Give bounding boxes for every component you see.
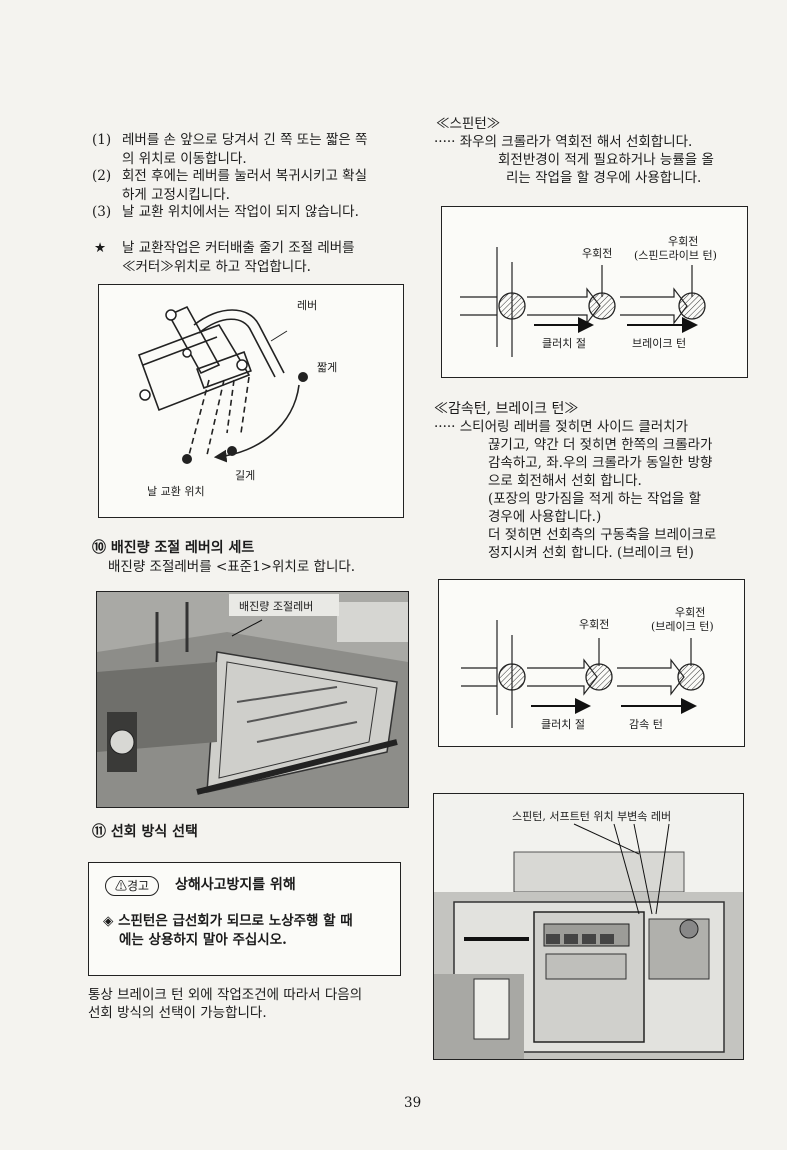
list-marker: (3)	[92, 204, 112, 220]
right-turn-label: 우회전	[582, 247, 613, 260]
section10-title: ⑩ 배진량 조절 레버의 세트	[92, 540, 255, 556]
slow-turn-line: 으로 회전해서 선회 합니다.	[488, 473, 642, 489]
short-label: 짧게	[317, 361, 338, 374]
warning-line: 에는 상용하지 말아 주십시오.	[119, 932, 287, 948]
slow-turn-line: 정지시켜 선회 합니다. (브레이크 턴)	[488, 545, 694, 561]
star-icon: ★	[94, 240, 107, 256]
list-line: 날 교환 위치에서는 작업이 되지 않습니다.	[122, 204, 359, 220]
spin-turn-line: 리는 작업을 할 경우에 사용합니다.	[506, 170, 702, 186]
clutch-off-label: 클러치 절	[542, 337, 586, 350]
list-marker: (2)	[92, 168, 112, 184]
warning-badge: ⚠경고	[105, 876, 159, 896]
slow-turn-line: ····· 스티어링 레버를 젖히면 사이드 클러치가	[434, 419, 689, 435]
list-marker: (1)	[92, 132, 112, 148]
warning-box: ⚠경고 상해사고방지를 위해 ◈ 스핀턴은 급선회가 되므로 노상주행 할 때 …	[88, 862, 401, 976]
spin-drive-turn-label: (스핀드라이브 턴)	[634, 249, 717, 262]
brake-turn-sub-label: (브레이크 턴)	[651, 620, 714, 633]
spin-turn-svg	[460, 247, 706, 357]
dust-lever-photo: 배진량 조절레버	[96, 591, 409, 808]
warning-line: ◈ 스핀턴은 급선회가 되므로 노상주행 할 때	[103, 913, 353, 929]
blade-change-label: 날 교환 위치	[147, 485, 205, 498]
section11-title: ⑪ 선회 방식 선택	[92, 824, 198, 840]
note-line: ≪커터≫위치로 하고 작업합니다.	[122, 259, 311, 275]
lever-diagram	[137, 305, 308, 464]
slow-turn-line: 더 젖히면 선회측의 구동축을 브레이크로	[488, 527, 717, 543]
slow-turn-line: (포장의 망가짐을 적게 하는 작업을 할	[488, 491, 702, 507]
slow-turn-line: 경우에 사용합니다.)	[488, 509, 602, 525]
long-label: 길게	[235, 469, 256, 482]
right-turn-label-2: 우회전	[668, 235, 699, 248]
right-turn-label: 우회전	[579, 618, 610, 631]
spin-turn-line: ····· 좌우의 크롤라가 역회전 해서 선회합니다.	[434, 134, 693, 150]
control-panel-svg	[434, 823, 743, 1059]
slow-turn-diagram: 우회전 우회전 (브레이크 턴) 클러치 절 감속 턴	[438, 579, 745, 747]
control-panel-photo: 스핀턴, 서프트턴 위치 부변속 레버	[433, 793, 744, 1060]
dust-lever-label: 배진량 조절레버	[239, 600, 314, 613]
slow-turn-svg	[461, 620, 705, 728]
machine-photo	[97, 592, 408, 807]
brake-turn-label: 브레이크 턴	[632, 337, 687, 350]
list-line: 의 위치로 이동합니다.	[122, 151, 247, 167]
lever-label: 레버	[297, 299, 318, 312]
slow-turn-line: 감속하고, 좌.우의 크롤라가 동일한 방향	[488, 455, 713, 471]
closing-line: 통상 브레이크 턴 외에 작업조건에 따라서 다음의	[88, 987, 363, 1003]
page-number: 39	[404, 1095, 422, 1111]
section10-body: 배진량 조절레버를 <표준1>위치로 합니다.	[108, 559, 356, 575]
warning-title: 상해사고방지를 위해	[175, 877, 296, 893]
slow-turn-line: 끊기고, 약간 더 젖히면 한쪽의 크롤라가	[488, 437, 713, 453]
spin-turn-diagram: 우회전 우회전 (스핀드라이브 턴) 클러치 절 브레이크 턴	[441, 206, 748, 378]
note-line: 날 교환작업은 커터배출 줄기 조절 레버를	[122, 240, 355, 256]
right-turn-label-2: 우회전	[675, 606, 706, 619]
slow-turn-title: ≪감속턴, 브레이크 턴≫	[434, 401, 579, 417]
turn-lever-label: 스핀턴, 서프트턴 위치 부변속 레버	[512, 810, 672, 823]
list-line: 회전 후에는 레버를 눌러서 복귀시키고 확실	[122, 168, 368, 184]
list-line: 레버를 손 앞으로 당겨서 긴 쪽 또는 짧은 쪽	[122, 132, 368, 148]
closing-line: 선회 방식의 선택이 가능합니다.	[88, 1005, 267, 1021]
slow-turn-label: 감속 턴	[629, 718, 663, 731]
warning-icon: ⚠경고	[114, 879, 150, 893]
list-line: 하게 고정시킵니다.	[122, 187, 230, 203]
lever-figure: 레버 짧게 길게 날 교환 위치	[98, 284, 404, 518]
clutch-off-label: 클러치 절	[541, 718, 585, 731]
spin-turn-line: 회전반경이 적게 필요하거나 능률을 올	[498, 152, 714, 168]
spin-turn-title: ≪스핀턴≫	[436, 116, 501, 132]
